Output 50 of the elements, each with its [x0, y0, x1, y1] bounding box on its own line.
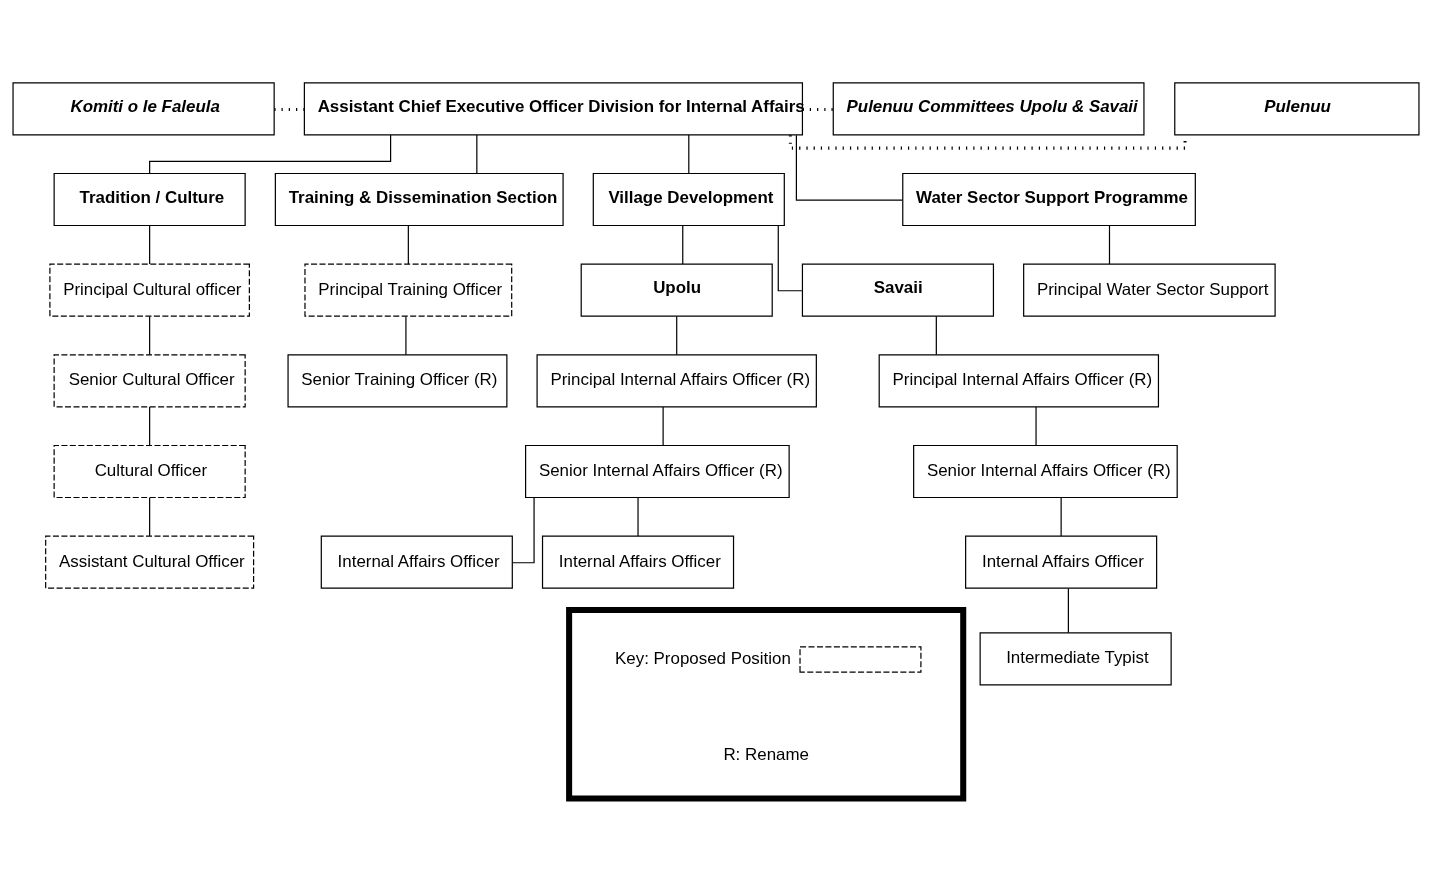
node-box: Principal Training Officer: [304, 263, 513, 317]
connector: [688, 133, 690, 174]
connector: [149, 405, 151, 446]
connector: [407, 224, 409, 265]
node-box: Principal Internal Affairs Officer (R): [878, 353, 1160, 407]
node-box: Senior Cultural Officer: [53, 353, 246, 407]
node-box: Village Development: [592, 172, 785, 226]
legend-label: Key: Proposed Position: [615, 648, 791, 668]
node-box: Internal Affairs Officer: [965, 535, 1158, 589]
connector: [795, 134, 904, 201]
connector: [676, 315, 678, 355]
connector: [149, 315, 151, 355]
connector: [149, 224, 151, 265]
node-box: Upolu: [580, 263, 773, 317]
node-box: Internal Affairs Officer: [541, 535, 735, 589]
node-box: Pulenuu: [1174, 81, 1420, 135]
connector: [1108, 224, 1111, 265]
node-box: Water Sector Support Programme: [902, 172, 1196, 226]
node-box: Assistant Cultural Officer: [45, 535, 255, 589]
node-box: Principal Internal Affairs Officer (R): [536, 353, 817, 407]
node-box: Pulenuu Committees Upolu & Savaii: [832, 81, 1145, 135]
connector: [777, 224, 803, 291]
connector: [682, 224, 684, 265]
node-box: [566, 606, 967, 801]
node-box: Senior Internal Affairs Officer (R): [525, 444, 790, 498]
node-box: Cultural Officer: [53, 444, 246, 498]
node-box: Internal Affairs Officer: [320, 535, 513, 589]
connector: [405, 315, 407, 355]
node-box: Senior Internal Affairs Officer (R): [913, 444, 1178, 498]
connector: [149, 496, 151, 537]
connector: [662, 405, 664, 446]
node-box: Komiti o le Faleula: [12, 81, 275, 135]
node-box: Savaii: [801, 263, 995, 317]
connector: [274, 107, 305, 111]
node-box: Senior Training Officer (R): [287, 353, 508, 407]
node-box: Intermediate Typist: [979, 631, 1172, 685]
connector: [149, 134, 392, 174]
label: R: Rename: [723, 744, 809, 764]
node-box: Tradition / Culture: [53, 172, 246, 226]
connector: [1035, 405, 1037, 446]
connector: [637, 496, 639, 537]
node-box: Principal Cultural officer: [49, 263, 250, 317]
connector: [802, 107, 833, 111]
connector: [511, 496, 535, 563]
connector: [935, 315, 937, 355]
connector: [476, 133, 478, 174]
node-box: Principal Water Sector Support: [1023, 263, 1276, 317]
node-box: Training & Dissemination Section: [274, 172, 564, 226]
connector: [1067, 587, 1069, 633]
connector: [1060, 496, 1062, 537]
